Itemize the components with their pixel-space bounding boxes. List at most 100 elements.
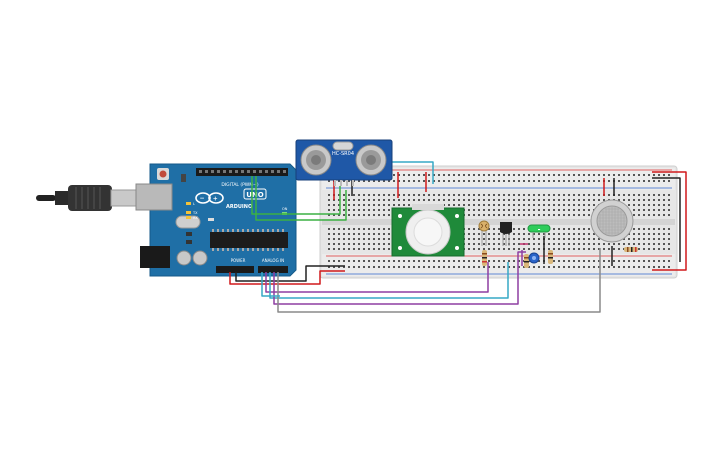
- breadboard-hole[interactable]: [628, 266, 630, 268]
- breadboard-hole[interactable]: [518, 233, 520, 235]
- breadboard-hole[interactable]: [543, 204, 545, 206]
- breadboard-hole[interactable]: [523, 266, 525, 268]
- breadboard-hole[interactable]: [663, 199, 665, 201]
- breadboard-hole[interactable]: [328, 194, 330, 196]
- breadboard-hole[interactable]: [358, 266, 360, 268]
- breadboard-hole[interactable]: [363, 228, 365, 230]
- breadboard-hole[interactable]: [443, 260, 445, 262]
- breadboard-hole[interactable]: [383, 228, 385, 230]
- header-pin[interactable]: [241, 170, 244, 173]
- wire-a3-gray[interactable]: [277, 248, 601, 313]
- breadboard-hole[interactable]: [473, 248, 475, 250]
- breadboard-hole[interactable]: [608, 174, 610, 176]
- breadboard-hole[interactable]: [583, 233, 585, 235]
- breadboard-hole[interactable]: [498, 214, 500, 216]
- breadboard-hole[interactable]: [658, 248, 660, 250]
- breadboard-hole[interactable]: [463, 174, 465, 176]
- breadboard-hole[interactable]: [643, 199, 645, 201]
- breadboard-hole[interactable]: [373, 194, 375, 196]
- breadboard-hole[interactable]: [468, 209, 470, 211]
- breadboard-hole[interactable]: [633, 194, 635, 196]
- breadboard-hole[interactable]: [663, 209, 665, 211]
- header-pin[interactable]: [253, 170, 256, 173]
- breadboard-hole[interactable]: [453, 194, 455, 196]
- wire-us-cyan[interactable]: [390, 161, 434, 184]
- header-pin[interactable]: [277, 170, 280, 173]
- breadboard-hole[interactable]: [498, 199, 500, 201]
- breadboard-hole[interactable]: [563, 214, 565, 216]
- breadboard-hole[interactable]: [483, 248, 485, 250]
- breadboard-hole[interactable]: [593, 243, 595, 245]
- breadboard-hole[interactable]: [658, 180, 660, 182]
- breadboard-hole[interactable]: [408, 260, 410, 262]
- breadboard-hole[interactable]: [448, 194, 450, 196]
- breadboard-hole[interactable]: [613, 266, 615, 268]
- breadboard-hole[interactable]: [363, 204, 365, 206]
- breadboard-hole[interactable]: [483, 199, 485, 201]
- breadboard-hole[interactable]: [338, 238, 340, 240]
- breadboard-hole[interactable]: [633, 214, 635, 216]
- breadboard-hole[interactable]: [423, 260, 425, 262]
- breadboard-hole[interactable]: [578, 194, 580, 196]
- breadboard-hole[interactable]: [583, 248, 585, 250]
- breadboard-hole[interactable]: [558, 180, 560, 182]
- breadboard-hole[interactable]: [358, 243, 360, 245]
- breadboard-hole[interactable]: [578, 209, 580, 211]
- breadboard-hole[interactable]: [578, 180, 580, 182]
- breadboard-hole[interactable]: [403, 180, 405, 182]
- breadboard-hole[interactable]: [513, 260, 515, 262]
- breadboard-hole[interactable]: [533, 199, 535, 201]
- breadboard-hole[interactable]: [498, 248, 500, 250]
- breadboard-hole[interactable]: [353, 238, 355, 240]
- breadboard-hole[interactable]: [348, 180, 350, 182]
- breadboard-hole[interactable]: [658, 209, 660, 211]
- breadboard-hole[interactable]: [553, 174, 555, 176]
- breadboard-hole[interactable]: [668, 260, 670, 262]
- breadboard-hole[interactable]: [588, 243, 590, 245]
- breadboard-hole[interactable]: [478, 238, 480, 240]
- breadboard-hole[interactable]: [493, 233, 495, 235]
- breadboard-hole[interactable]: [368, 180, 370, 182]
- breadboard-hole[interactable]: [328, 248, 330, 250]
- breadboard-hole[interactable]: [568, 238, 570, 240]
- breadboard-hole[interactable]: [368, 266, 370, 268]
- breadboard-hole[interactable]: [548, 209, 550, 211]
- breadboard-hole[interactable]: [363, 243, 365, 245]
- breadboard-hole[interactable]: [353, 199, 355, 201]
- breadboard-hole[interactable]: [358, 233, 360, 235]
- breadboard-hole[interactable]: [373, 209, 375, 211]
- breadboard-hole[interactable]: [343, 180, 345, 182]
- breadboard-hole[interactable]: [653, 228, 655, 230]
- breadboard-hole[interactable]: [663, 194, 665, 196]
- breadboard-hole[interactable]: [478, 209, 480, 211]
- breadboard-hole[interactable]: [573, 238, 575, 240]
- header-pin[interactable]: [199, 170, 202, 173]
- breadboard-hole[interactable]: [558, 174, 560, 176]
- breadboard-hole[interactable]: [363, 233, 365, 235]
- breadboard-hole[interactable]: [648, 204, 650, 206]
- breadboard-hole[interactable]: [468, 233, 470, 235]
- breadboard-hole[interactable]: [423, 199, 425, 201]
- breadboard-hole[interactable]: [498, 233, 500, 235]
- breadboard-hole[interactable]: [668, 266, 670, 268]
- breadboard-hole[interactable]: [493, 214, 495, 216]
- breadboard-hole[interactable]: [353, 214, 355, 216]
- breadboard-hole[interactable]: [623, 243, 625, 245]
- breadboard-hole[interactable]: [408, 266, 410, 268]
- breadboard-hole[interactable]: [593, 260, 595, 262]
- breadboard-hole[interactable]: [508, 180, 510, 182]
- breadboard-hole[interactable]: [343, 243, 345, 245]
- breadboard-hole[interactable]: [538, 180, 540, 182]
- breadboard-hole[interactable]: [638, 266, 640, 268]
- breadboard-hole[interactable]: [338, 214, 340, 216]
- breadboard-hole[interactable]: [573, 209, 575, 211]
- breadboard-hole[interactable]: [333, 238, 335, 240]
- breadboard-hole[interactable]: [378, 248, 380, 250]
- breadboard-hole[interactable]: [528, 194, 530, 196]
- breadboard-hole[interactable]: [533, 180, 535, 182]
- breadboard-hole[interactable]: [468, 228, 470, 230]
- breadboard-hole[interactable]: [658, 204, 660, 206]
- breadboard-hole[interactable]: [648, 199, 650, 201]
- breadboard-hole[interactable]: [568, 260, 570, 262]
- breadboard-hole[interactable]: [523, 238, 525, 240]
